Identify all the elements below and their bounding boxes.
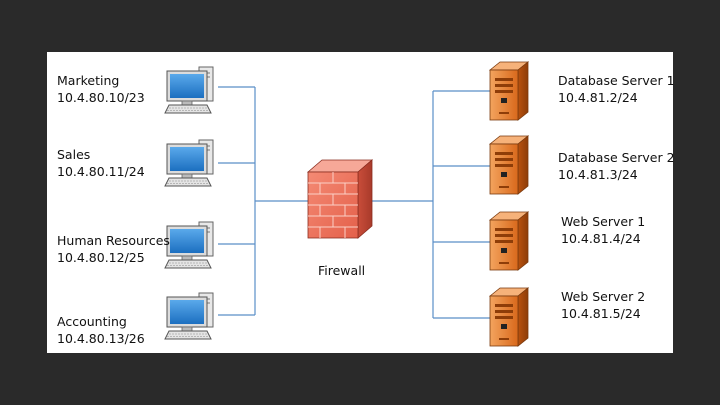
server-label-db1: Database Server 1 10.4.81.2/24 — [558, 72, 675, 106]
server-ip: 10.4.81.2/24 — [558, 90, 638, 105]
computer-icon — [164, 221, 214, 269]
client-ip: 10.4.80.10/23 — [57, 90, 145, 105]
server-ip: 10.4.81.5/24 — [561, 306, 641, 321]
client-name: Marketing — [57, 73, 120, 88]
server-name: Database Server 1 — [558, 73, 675, 88]
server-label-web1: Web Server 1 10.4.81.4/24 — [561, 213, 645, 247]
server-links — [370, 90, 490, 319]
client-ip: 10.4.80.12/25 — [57, 250, 145, 265]
server-tower-icon — [489, 211, 529, 271]
server-ip: 10.4.81.4/24 — [561, 231, 641, 246]
server-tower-icon — [489, 61, 529, 121]
server-tower-icon — [489, 135, 529, 195]
client-ip: 10.4.80.11/24 — [57, 164, 145, 179]
server-label-db2: Database Server 2 10.4.81.3/24 — [558, 149, 675, 183]
client-label-accounting: Accounting 10.4.80.13/26 — [57, 313, 145, 347]
computer-icon — [164, 66, 214, 114]
server-ip: 10.4.81.3/24 — [558, 167, 638, 182]
server-tower-icon — [489, 287, 529, 347]
computer-icon — [164, 292, 214, 340]
client-name: Sales — [57, 147, 91, 162]
server-name: Web Server 1 — [561, 214, 646, 229]
client-label-human-resources: Human Resources 10.4.80.12/25 — [57, 232, 170, 266]
client-ip: 10.4.80.13/26 — [57, 331, 145, 346]
client-links — [218, 86, 308, 316]
client-name: Human Resources — [57, 233, 170, 248]
server-label-web2: Web Server 2 10.4.81.5/24 — [561, 288, 645, 322]
firewall-label: Firewall — [318, 263, 366, 278]
server-name: Database Server 2 — [558, 150, 675, 165]
firewall-brick-icon — [306, 159, 374, 239]
client-label-sales: Sales 10.4.80.11/24 — [57, 146, 145, 180]
client-name: Accounting — [57, 314, 127, 329]
server-name: Web Server 2 — [561, 289, 646, 304]
computer-icon — [164, 139, 214, 187]
client-label-marketing: Marketing 10.4.80.10/23 — [57, 72, 145, 106]
